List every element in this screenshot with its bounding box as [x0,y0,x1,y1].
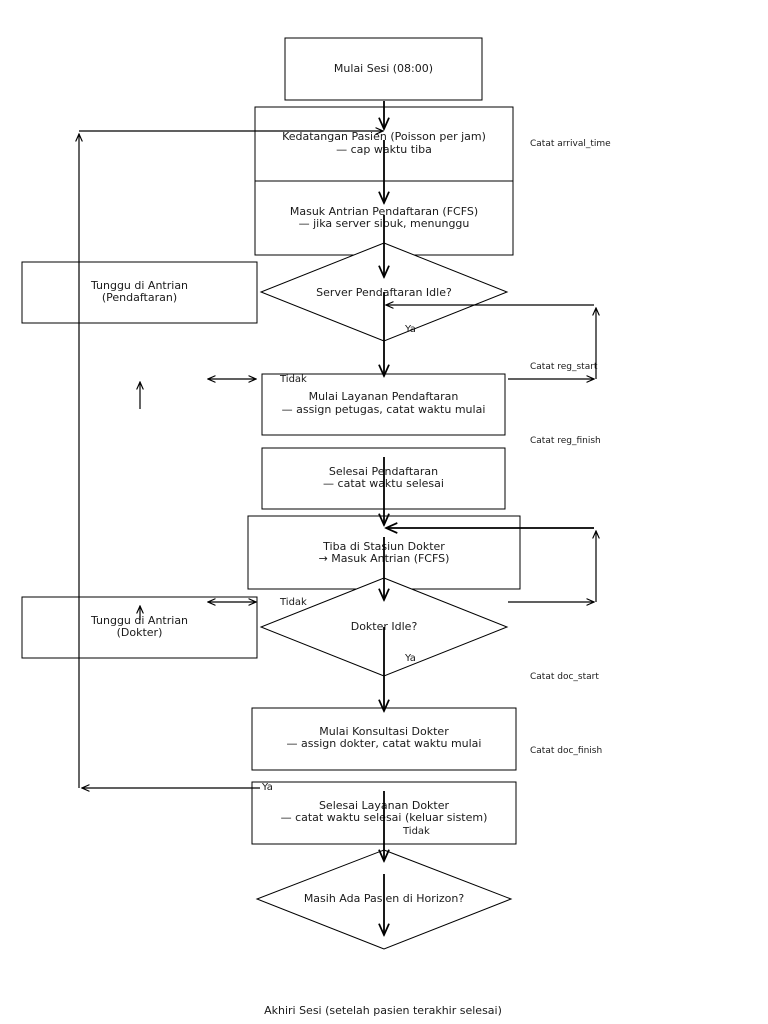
note-doc-start: Catat doc_start [530,672,599,682]
node-doc-wait-line-2: (Dokter) [117,626,163,639]
node-reg-queue-line-1: Masuk Antrian Pendaftaran (FCFS) [290,205,478,218]
node-reg-start-line-2: — assign petugas, catat waktu mulai [282,403,486,416]
node-reg-wait: Tunggu di Antrian (Pendaftaran) [21,261,258,324]
edge-label-horizon-yes: Ya [261,782,273,793]
node-reg-wait-line-2: (Pendaftaran) [102,291,177,304]
edge-label-doc-no: Tidak [279,597,307,608]
note-arrival-time: Catat arrival_time [530,139,611,149]
node-reg-start-line-1: Mulai Layanan Pendaftaran [309,390,459,403]
node-doc-start: Mulai Konsultasi Dokter — assign dokter,… [251,707,517,771]
note-doc-finish: Catat doc_finish [530,746,602,756]
node-doc-wait-line-1: Tunggu di Antrian [90,614,188,627]
doc-loop-edges [140,528,596,620]
edge-label-doc-yes: Ya [404,653,416,664]
return-loop-edges [79,131,383,788]
note-reg-finish: Catat reg_finish [530,436,601,446]
node-doc-start-line-2: — assign dokter, catat waktu mulai [287,737,482,750]
note-reg-start: Catat reg_start [530,362,598,372]
edge-label-reg-yes: Ya [404,324,416,335]
node-reg-wait-line-1: Tunggu di Antrian [90,279,188,292]
reg-loop-edges [140,305,596,409]
edge-label-horizon-no: Tidak [402,826,430,837]
node-doc-idle-label: Dokter Idle? [351,620,418,633]
edge-label-reg-no: Tidak [279,374,307,385]
node-doc-start-line-1: Mulai Konsultasi Dokter [319,725,449,738]
node-arrival-line-1: Kedatangan Pasien (Poisson per jam) [282,130,486,143]
node-start-label: Mulai Sesi (08:00) [334,62,433,75]
node-reg-start: Mulai Layanan Pendaftaran — assign petug… [261,373,506,436]
node-end-label: Akhiri Sesi (setelah pasien terakhir sel… [264,1004,502,1017]
node-start: Mulai Sesi (08:00) [284,37,483,101]
